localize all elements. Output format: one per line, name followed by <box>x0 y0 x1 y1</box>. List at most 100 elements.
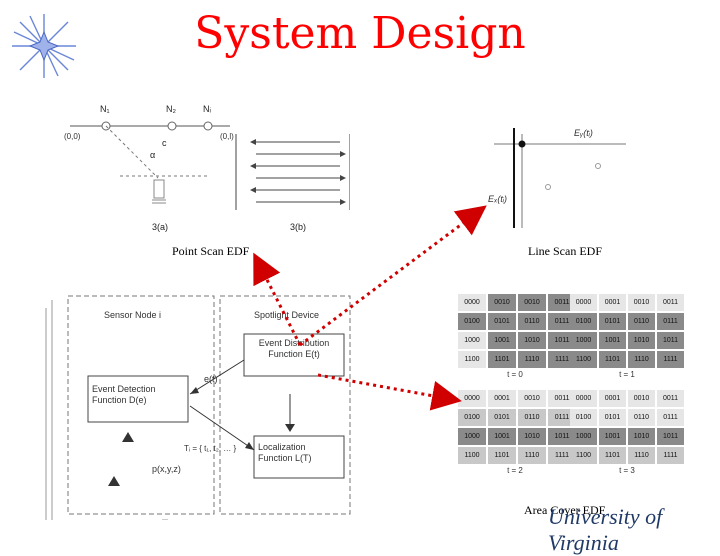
grid-cell: 0110 <box>628 409 655 426</box>
area-cover-caption: Area Cover EDF <box>524 503 606 517</box>
grid-cell: 0011 <box>657 294 684 311</box>
et-label: e(t) <box>204 374 218 384</box>
grid-cell: 0001 <box>599 390 626 407</box>
grid-cell: 1001 <box>488 332 516 349</box>
slide-title: System Design <box>194 8 526 59</box>
grid-cell: 1100 <box>458 351 486 368</box>
grid-cell: 1101 <box>488 351 516 368</box>
grid-cell: 0111 <box>548 313 576 330</box>
point-scan-drawing <box>70 121 350 210</box>
node-label-ni: Nᵢ <box>203 104 211 114</box>
grid-cell: 0011 <box>657 390 684 407</box>
grid-t3-time: t = 3 <box>619 466 635 475</box>
block-diagram: Sensor Node i Spotlight Device Event Dis… <box>44 294 356 520</box>
grid-cell: 1000 <box>570 428 597 445</box>
grid-cell: 0100 <box>570 409 597 426</box>
grid-cell: 1100 <box>570 447 597 464</box>
grid-cell: 1110 <box>628 351 655 368</box>
detection-box-label: Event Detection Function D(e) <box>92 384 156 405</box>
node-label-n2: N₂ <box>166 104 176 114</box>
grid-cell: 0000 <box>458 294 486 311</box>
sensor-node-title: Sensor Node i <box>104 310 162 320</box>
spotlight-device-title: Spotlight Device <box>254 310 320 320</box>
grid-cell: 1010 <box>628 428 655 445</box>
line-scan-caption: Line Scan EDF <box>528 244 602 258</box>
grid-t1-time: t = 1 <box>619 370 635 379</box>
grid-cell: 0000 <box>458 390 486 407</box>
grid-cell: 0101 <box>599 313 626 330</box>
grid-cell: 1000 <box>458 428 486 445</box>
grid-cell: 0100 <box>458 409 486 426</box>
grid-cell: 0110 <box>628 313 655 330</box>
grid-cell: 1101 <box>599 447 626 464</box>
grid-cell: 1111 <box>657 351 684 368</box>
grid-cell: 0011 <box>548 390 576 407</box>
grid-cell: 1000 <box>570 332 597 349</box>
point-scan-caption: Point Scan EDF <box>172 244 250 258</box>
ey-label: Eᵧ(tᵢ) <box>574 128 593 138</box>
grid-cell: 1001 <box>599 428 626 445</box>
grid-cell: 0110 <box>518 409 546 426</box>
grid-cell: 0010 <box>628 294 655 311</box>
grid-cell: 1111 <box>548 351 576 368</box>
grid-cell: 1110 <box>518 447 546 464</box>
grid-cell: 0001 <box>599 294 626 311</box>
grid-cell: 1011 <box>657 332 684 349</box>
grid-cell: 1110 <box>518 351 546 368</box>
grid-t0-time: t = 0 <box>507 370 523 379</box>
grid-cell: 1101 <box>488 447 516 464</box>
grid-cell: 1010 <box>518 332 546 349</box>
grid-cell: 0110 <box>518 313 546 330</box>
grid-cell: 0101 <box>488 409 516 426</box>
grid-cell: 1110 <box>628 447 655 464</box>
grid-cell: 0111 <box>657 313 684 330</box>
subfig-3b: 3(b) <box>290 222 307 232</box>
ti-label: Tᵢ = { t₁, t₂, … } <box>184 444 237 453</box>
grid-cell: 1010 <box>628 332 655 349</box>
subfig-3a: 3(a) <box>152 222 169 232</box>
grid-cell: 0000 <box>570 390 597 407</box>
grid-cell: 0010 <box>518 390 546 407</box>
line-scan-diagram: Eᵧ(tᵢ) Eₓ(tᵢ) <box>484 124 634 234</box>
grid-cell: 0001 <box>488 390 516 407</box>
grid-cell: 0111 <box>548 409 576 426</box>
grid-cell: 0100 <box>458 313 486 330</box>
line-scan-drawing <box>494 128 626 228</box>
grid-cell: 1111 <box>657 447 684 464</box>
grid-cell: 1111 <box>548 447 576 464</box>
block-diagram-drawing <box>45 295 351 520</box>
grid-cell: 1011 <box>548 332 576 349</box>
coord-right: (0,l) <box>220 132 234 141</box>
star-logo-icon <box>12 14 76 78</box>
label-alpha: α <box>150 150 156 160</box>
grid-cell: 0010 <box>518 294 546 311</box>
grid-cell: 1000 <box>458 332 486 349</box>
label-c: c <box>162 138 167 148</box>
point-scan-diagram: N₁ N₂ Nᵢ (0,0) (0,l) c α 3(a) 3(b) <box>60 100 350 240</box>
grid-cell: 1101 <box>599 351 626 368</box>
grid-cell: 0010 <box>488 294 516 311</box>
grid-cell: 0101 <box>599 409 626 426</box>
grid-cell: 1001 <box>488 428 516 445</box>
university-logo: University of Virginia <box>548 504 663 555</box>
grid-cell: 1011 <box>657 428 684 445</box>
grid-cell: 0010 <box>628 390 655 407</box>
localization-box-label: Localization Function L(T) <box>258 442 312 463</box>
grid-cell: 0101 <box>488 313 516 330</box>
grid-t2-time: t = 2 <box>507 466 523 475</box>
grid-cell: 1010 <box>518 428 546 445</box>
grid-cell: 1100 <box>570 351 597 368</box>
grid-cell: 0011 <box>548 294 576 311</box>
grid-cell: 0111 <box>657 409 684 426</box>
ex-label: Eₓ(tᵢ) <box>488 194 508 204</box>
edf-box-label: Event Distribution Function E(t) <box>258 338 330 359</box>
